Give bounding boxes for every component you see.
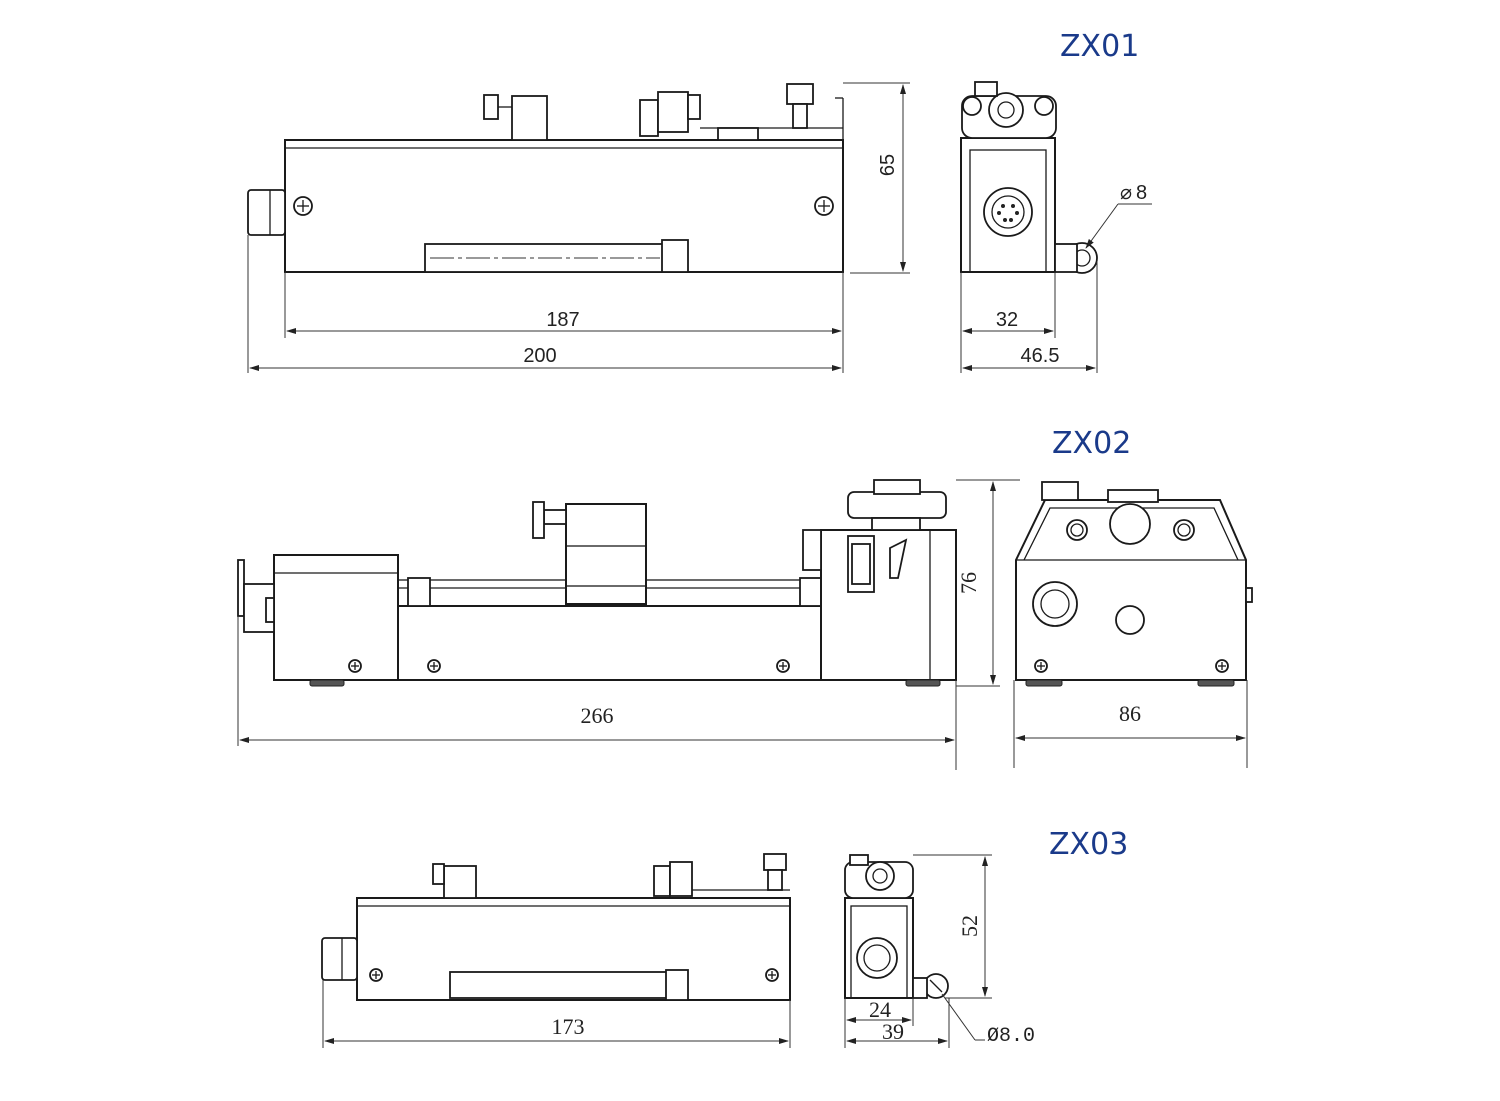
zx02-dim-height: 76 [956, 572, 981, 594]
screw-icon [427, 659, 441, 673]
zx03-connector [321, 937, 358, 981]
zx02-dim-width: 86 [1119, 701, 1141, 726]
zx03-dim-length: 173 [552, 1014, 585, 1039]
zx03-dimensions: 52 173 24 39 Ø8.0 [322, 854, 1035, 1048]
zx03-group: ZX03 [321, 827, 1128, 1048]
zx01-knob [786, 83, 814, 105]
zx02-front-view [237, 479, 957, 687]
screw-icon [776, 659, 790, 673]
connector-icon [983, 187, 1033, 237]
screw-icon [765, 968, 779, 982]
zx01-connector [247, 189, 286, 236]
zx03-dim-side-total: 39 [882, 1019, 904, 1044]
zx02-side-view [1015, 481, 1253, 687]
zx01-dim-side-inner: 32 [996, 309, 1018, 331]
zx02-title: ZX02 [1052, 426, 1131, 461]
zx03-dim-diameter: Ø8.0 [987, 1025, 1035, 1048]
screw-icon [293, 196, 313, 216]
zx01-front-view [247, 83, 844, 273]
connector-icon [1032, 581, 1078, 627]
zx01-dim-total-length: 200 [523, 345, 556, 367]
zx02-carriage [565, 503, 647, 605]
zx01-title: ZX01 [1060, 29, 1139, 64]
zx01-dim-height: 65 [877, 154, 899, 176]
screw-icon [369, 968, 383, 982]
zx03-slot [449, 971, 669, 999]
zx01-side-view [960, 81, 1098, 274]
connector-icon [856, 937, 898, 979]
zx03-dim-height: 52 [957, 915, 982, 937]
zx01-dim-inner-length: 187 [546, 309, 579, 331]
screw-icon [1034, 659, 1048, 673]
zx02-group: ZX02 [237, 426, 1253, 770]
zx02-motor-block [273, 554, 399, 681]
zx03-dim-side-inner: 24 [869, 997, 891, 1022]
zx01-clamp-left [511, 95, 548, 141]
zx02-dim-length: 266 [581, 703, 614, 728]
zx01-group: ZX01 [247, 29, 1152, 373]
zx01-clamp-mid [639, 99, 659, 137]
zx01-dim-side-total: 46.5 [1021, 345, 1060, 367]
zx02-top-knob [847, 491, 947, 519]
screw-icon [348, 659, 362, 673]
zx01-dimensions: 65 187 200 32 46.5 ⌀ 8 [247, 82, 1152, 373]
zx02-base [397, 605, 822, 681]
zx03-title: ZX03 [1049, 827, 1128, 862]
screw-icon [1215, 659, 1229, 673]
zx01-dim-diameter: 8 [1136, 182, 1147, 204]
zx02-dimensions: 76 266 86 [237, 479, 1248, 770]
zx02-right-block [820, 529, 957, 681]
screw-icon [814, 196, 834, 216]
zx03-front-view [321, 853, 791, 1001]
zx01-diameter-symbol: ⌀ [1120, 182, 1132, 204]
zx03-side-view [844, 854, 949, 999]
